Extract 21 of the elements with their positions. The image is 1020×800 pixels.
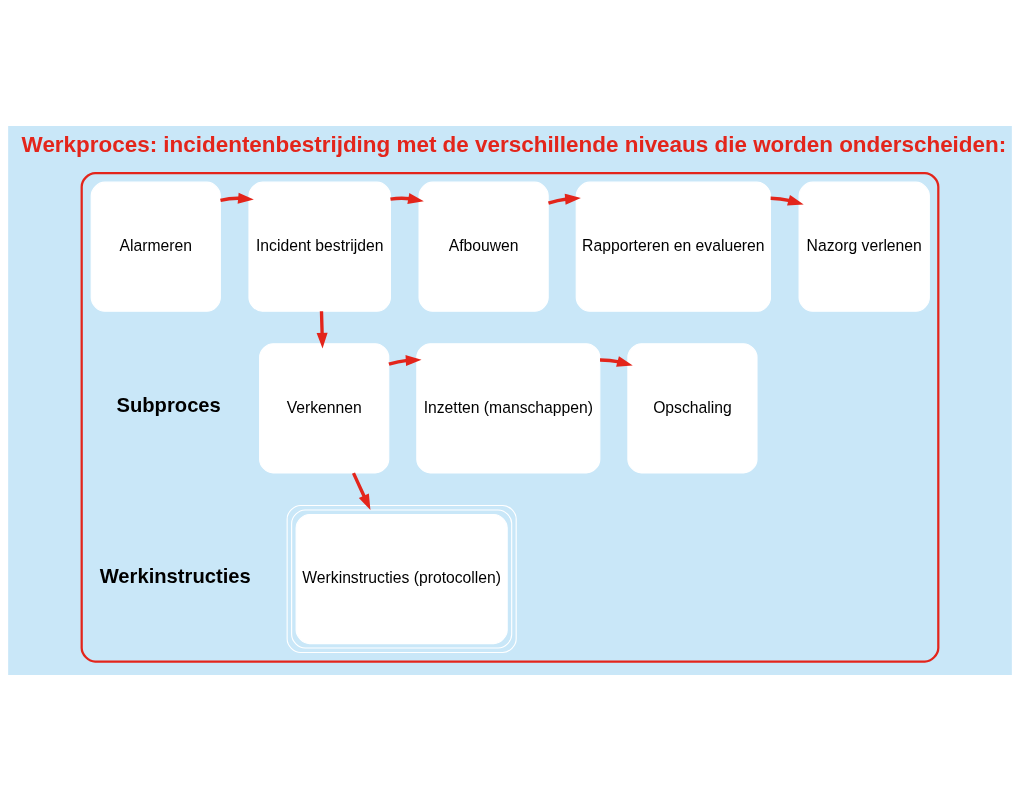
arrow [600, 355, 633, 367]
label: Werkinstructies [99, 564, 251, 587]
node-box: Werkinstructies (protocollen) [286, 504, 517, 653]
node-box: Nazorg verlenen [798, 181, 930, 312]
diagram-title: Werkproces: incidentenbestrijding met de verschillende niveaus die worden onderscheiden: [21, 131, 1007, 157]
arrow [351, 471, 371, 510]
node-box: Alarmeren [90, 181, 221, 312]
arrow [390, 192, 424, 204]
arrow [547, 193, 581, 205]
cluster [80, 171, 940, 663]
arrow [220, 192, 254, 204]
arrow [388, 354, 422, 366]
node-box: Opschaling [627, 342, 758, 473]
arrow [316, 310, 328, 349]
node-box: Inzetten (manschappen) [416, 342, 601, 473]
node-box: Rapporteren en evalueren [575, 181, 772, 312]
label: Subproces [116, 393, 221, 416]
node-box: Verkennen [259, 342, 390, 473]
arrow [770, 194, 804, 206]
node-box: Afbouwen [418, 181, 549, 312]
node-box: Incident bestrijden [248, 181, 391, 312]
